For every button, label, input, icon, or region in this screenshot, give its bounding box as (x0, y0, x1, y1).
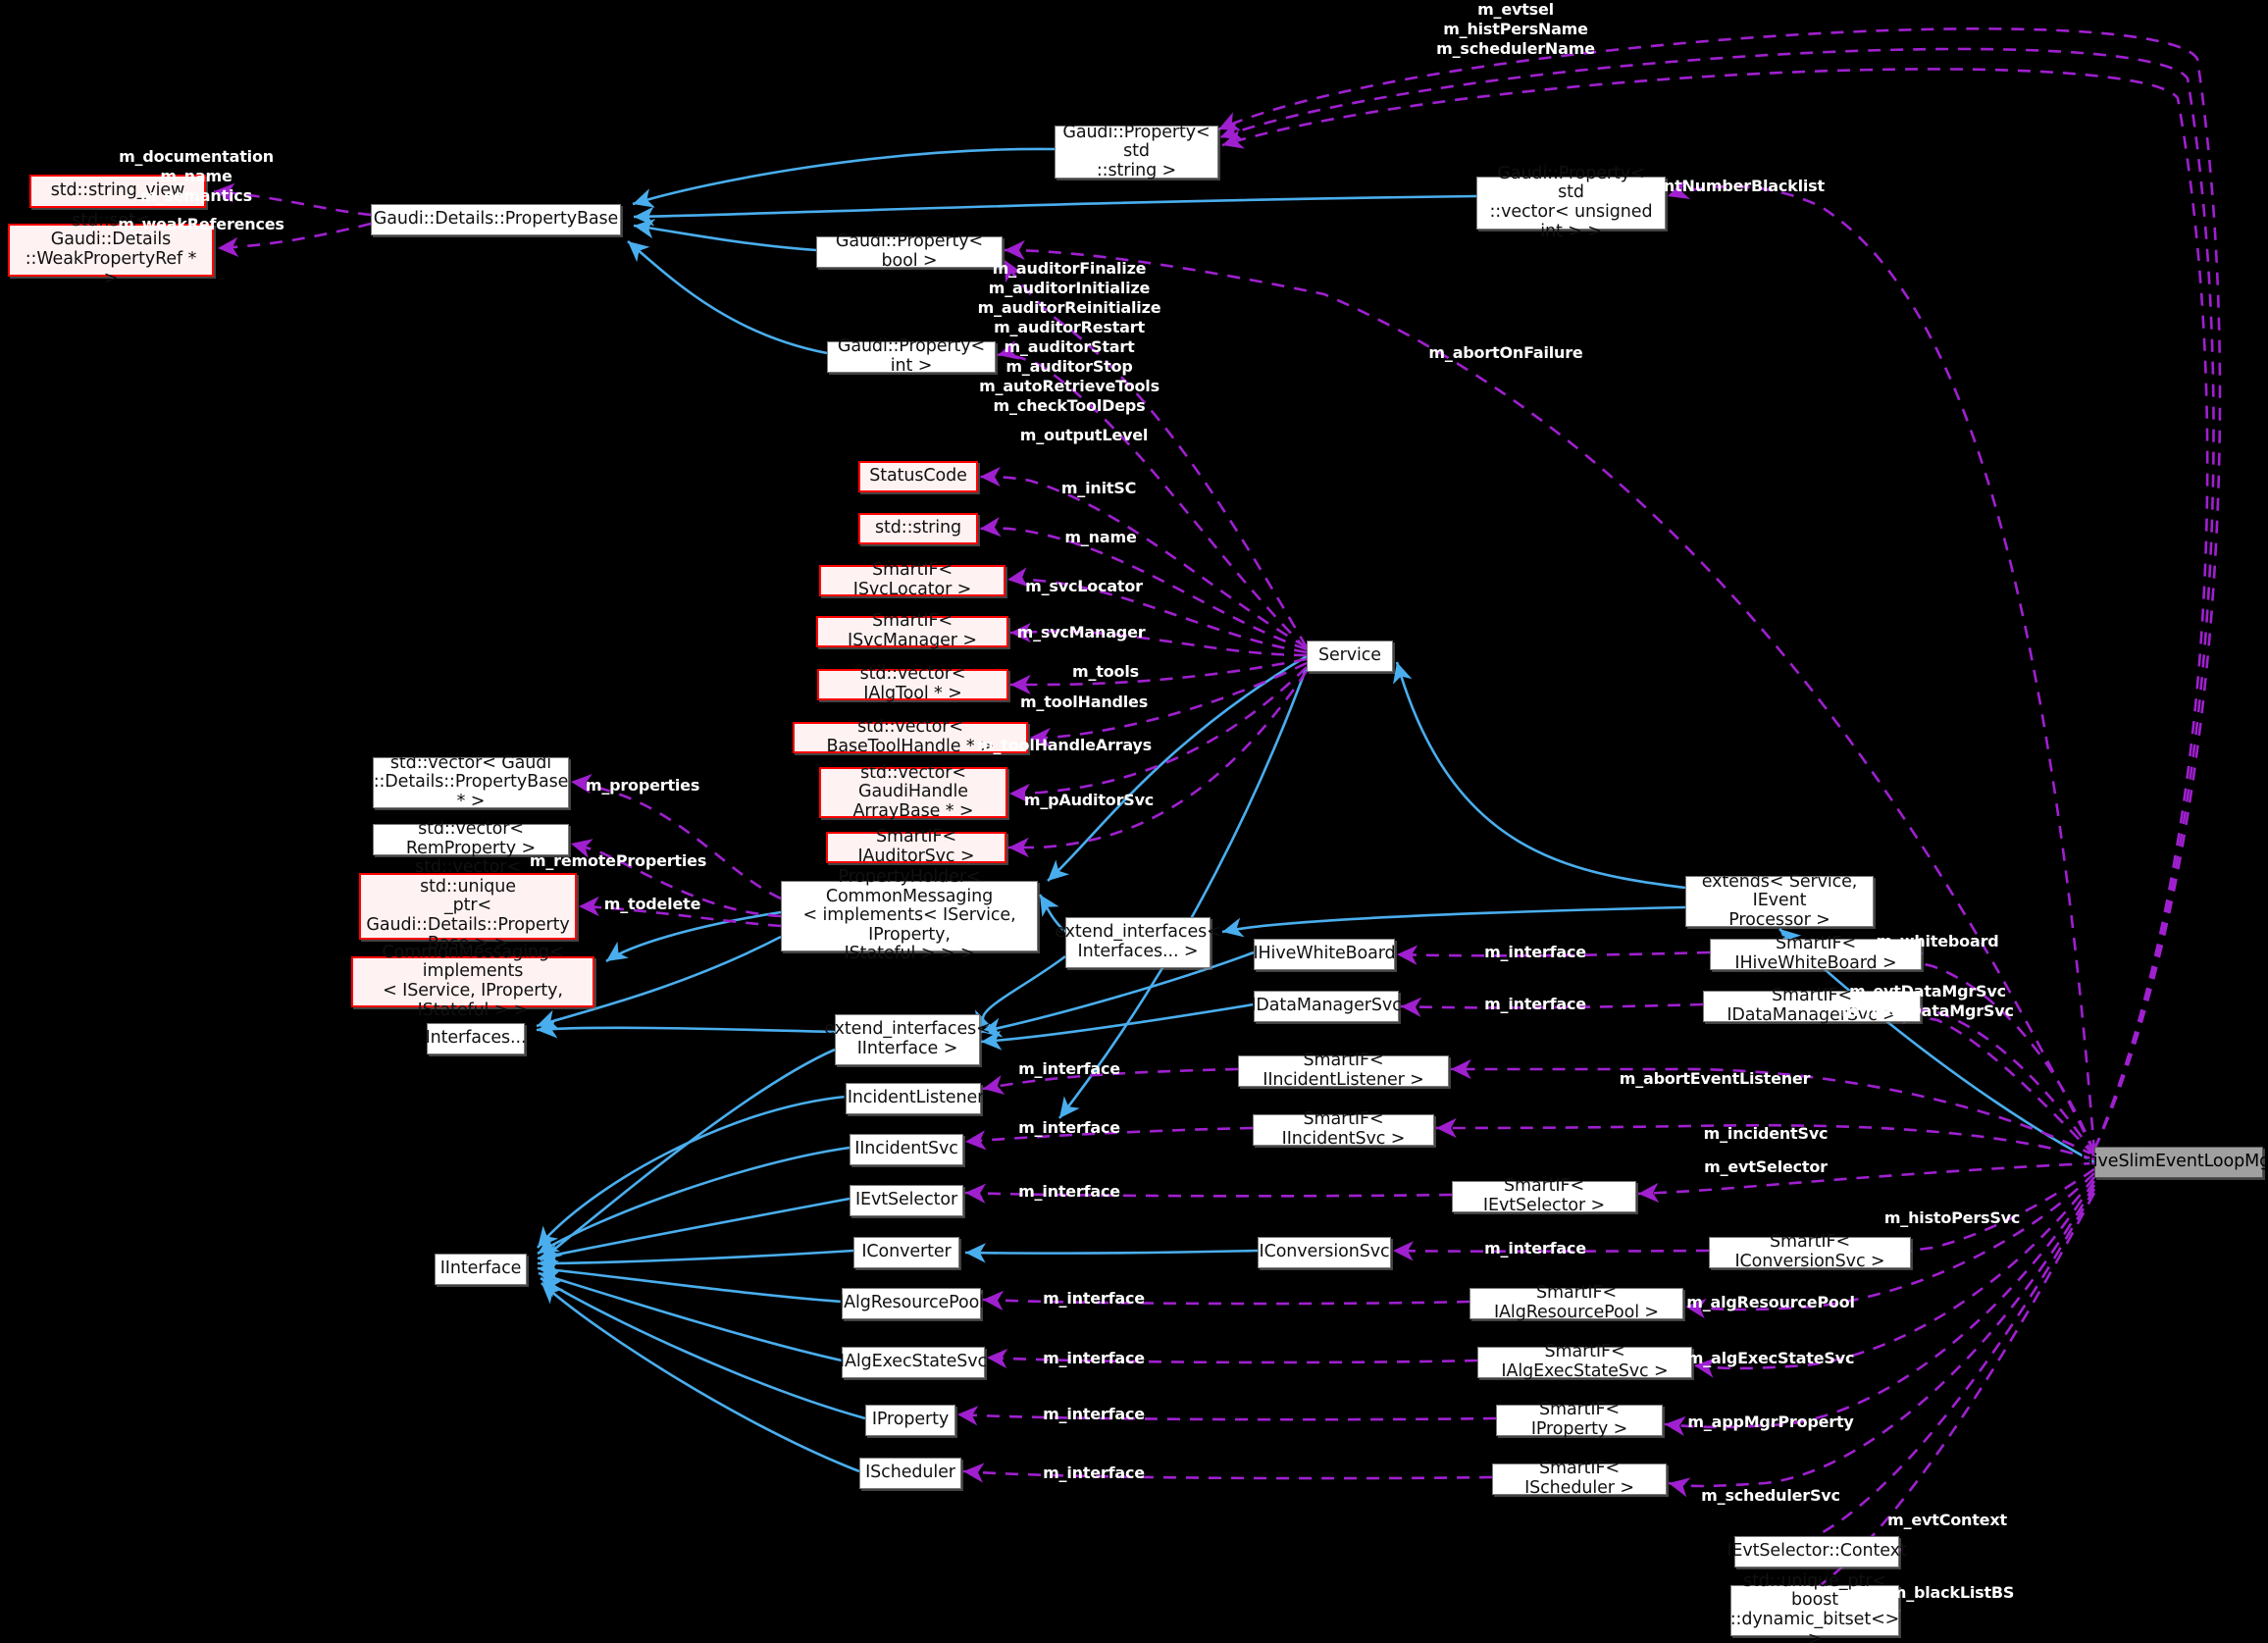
class-node-smartif_isvcmgr[interactable]: SmartIF< ISvcManager > (816, 612, 1008, 650)
class-node-smartif_ihwb[interactable]: SmartIF< IHiveWhiteBoard > (1710, 935, 1922, 973)
class-node-idatamanagersvc[interactable]: IDataManagerSvc (1251, 991, 1402, 1022)
edge-label-l_blacklistbs: m_blackListBS (1889, 1583, 2015, 1602)
class-node-service[interactable]: Service (1307, 641, 1393, 672)
class-node-ialgresourcepool[interactable]: IAlgResourcePool (839, 1288, 984, 1319)
class-node-vec_basetoolhandle[interactable]: std::vector< BaseToolHandle * > (793, 718, 1028, 756)
class-node-iconversionsvc[interactable]: IConversionSvc (1258, 1237, 1391, 1268)
edge-label-l_pauditorsvc: m_pAuditorSvc (1023, 791, 1155, 809)
edge-label-l_abortonfailure: m_abortOnFailure (1428, 343, 1583, 362)
class-node-smartif_isched[interactable]: SmartIF< IScheduler > (1492, 1460, 1667, 1498)
edge-label-l_iface_iprop: m_interface (1043, 1405, 1145, 1423)
class-node-iinterface[interactable]: IInterface (435, 1254, 527, 1285)
class-node-string_view[interactable]: std::string_view (29, 175, 206, 208)
edge-label-l_name: m_name (1064, 528, 1137, 546)
edge-label-l_evtsel_group: m_evtsel m_histPersName m_schedulerName (1436, 0, 1595, 58)
class-node-smartif_isvcloc[interactable]: SmartIF< ISvcLocator > (819, 561, 1005, 599)
class-node-ext_iface_iiface[interactable]: extend_interfaces< IInterface > (824, 1014, 991, 1065)
edge-label-l_todelete: m_todelete (603, 895, 701, 913)
class-node-ihivewhiteboard[interactable]: IHiveWhiteBoard (1253, 939, 1396, 970)
class-node-prop_string[interactable]: Gaudi::Property< std ::string > (1055, 123, 1218, 180)
edge-label-l_abortevtlistener: m_abortEventListener (1619, 1069, 1811, 1088)
class-node-propertybase[interactable]: Gaudi::Details::PropertyBase (371, 204, 621, 235)
edge-label-l_iface_iarp: m_interface (1043, 1289, 1145, 1308)
edge-label-l_iface_dms: m_interface (1484, 995, 1586, 1013)
edge-label-l_tools: m_tools (1072, 662, 1139, 681)
edge-label-l_algresourcepool: m_algResourcePool (1686, 1293, 1855, 1311)
class-node-smartif_iauditor[interactable]: SmartIF< IAuditorSvc > (826, 828, 1006, 866)
class-node-iproperty[interactable]: IProperty (865, 1405, 955, 1436)
class-node-smartif_iaess[interactable]: SmartIF< IAlgExecStateSvc > (1477, 1343, 1692, 1381)
class-node-uniqueptr_bitset[interactable]: std::unique_ptr< boost ::dynamic_bitset<… (1729, 1570, 1900, 1643)
class-node-ischeduler[interactable]: IScheduler (859, 1458, 961, 1489)
class-node-propertyholder[interactable]: PropertyHolder< CommonMessaging < implem… (781, 867, 1038, 963)
class-node-prop_vec_uint[interactable]: Gaudi::Property< std ::vector< unsigned … (1476, 164, 1666, 240)
class-node-ievtselctx[interactable]: IEvtSelector::Context (1727, 1536, 1907, 1567)
edge-label-l_outputlevel: m_outputLevel (1019, 426, 1149, 444)
class-node-iincidentlistener[interactable]: IIncidentListener (843, 1083, 984, 1114)
class-node-vec_remproperty[interactable]: std::vector< RemProperty > (373, 820, 569, 858)
class-node-set_weakref[interactable]: std::set< Gaudi::Details ::WeakPropertyR… (8, 211, 214, 287)
edge-label-l_iface_iaess: m_interface (1043, 1349, 1145, 1367)
class-node-smartif_idms[interactable]: SmartIF< IDataManagerSvc > (1703, 987, 1921, 1025)
edge-label-l_iface_iis: m_interface (1018, 1118, 1120, 1137)
class-node-vec_propertybase[interactable]: std::vector< Gaudi ::Details::PropertyBa… (373, 752, 569, 811)
class-node-hiveslim[interactable]: HiveSlimEventLoopMgr (2081, 1147, 2268, 1178)
edge-label-l_evtcontext: m_evtContext (1887, 1511, 2007, 1529)
edge-label-l_iface_isched: m_interface (1043, 1463, 1145, 1482)
edge-label-l_appmgrproperty: m_appMgrProperty (1687, 1412, 1854, 1431)
class-node-prop_int[interactable]: Gaudi::Property< int > (827, 337, 996, 376)
class-node-smartif_ies[interactable]: SmartIF< IEvtSelector > (1452, 1177, 1636, 1215)
class-node-extends_service[interactable]: extends< Service, IEvent Processor > (1685, 872, 1874, 930)
edge-label-l_incidentsvc: m_incidentSvc (1703, 1124, 1829, 1143)
class-node-commonmessaging[interactable]: CommonMessaging< implements < IService, … (351, 943, 594, 1019)
class-node-smartif_iprop[interactable]: SmartIF< IProperty > (1496, 1401, 1663, 1439)
edge-label-l_toolhandles: m_toolHandles (1019, 693, 1149, 711)
class-node-std_string[interactable]: std::string (858, 513, 978, 544)
edge-label-l_iface_hwb: m_interface (1484, 943, 1586, 961)
class-node-smartif_iis[interactable]: SmartIF< IIncidentSvc > (1253, 1110, 1434, 1149)
edge-label-l_auditor_group: m_auditorFinalize m_auditorInitialize m_… (977, 259, 1161, 415)
class-node-ievtselector[interactable]: IEvtSelector (850, 1185, 963, 1216)
edge-label-l_schedulersvc: m_schedulerSvc (1701, 1486, 1840, 1505)
edge-label-l_iface_ies: m_interface (1018, 1182, 1120, 1201)
class-node-vec_uniqueptr[interactable]: std::vector< std::unique _ptr< Gaudi::De… (359, 857, 577, 953)
class-node-ialgexecstatesvc[interactable]: IAlgExecStateSvc (840, 1347, 987, 1378)
edge-label-l_initsc: m_initSC (1060, 479, 1137, 497)
class-node-vec_gaudihandle[interactable]: std::vector< GaudiHandle ArrayBase * > (819, 763, 1007, 821)
edge-label-l_svclocator: m_svcLocator (1025, 577, 1143, 595)
edge-label-l_histoperssvc: m_histoPersSvc (1883, 1208, 2021, 1227)
class-node-smartif_iil[interactable]: SmartIF< IIncidentListener > (1238, 1052, 1449, 1090)
class-node-prop_bool[interactable]: Gaudi::Property< bool > (816, 232, 1003, 271)
edge-label-l_evtselector: m_evtSelector (1704, 1157, 1828, 1176)
edge-label-l_properties: m_properties (585, 776, 700, 795)
class-node-iincidentsvc[interactable]: IIncidentSvc (850, 1134, 963, 1165)
class-node-smartif_iarp[interactable]: SmartIF< IAlgResourcePool > (1469, 1284, 1683, 1322)
class-node-ext_iface_dots[interactable]: extend_interfaces< Interfaces... > (1055, 917, 1221, 968)
class-node-interfaces_dots[interactable]: Interfaces... (426, 1023, 527, 1054)
edge-label-l_iface_iil: m_interface (1018, 1059, 1120, 1078)
class-node-iconverter[interactable]: IConverter (853, 1237, 959, 1268)
inheritance-edges (536, 147, 2095, 1473)
edge-label-l_iface_ics: m_interface (1484, 1239, 1586, 1258)
class-node-statuscode[interactable]: StatusCode (858, 461, 978, 492)
class-node-vec_ialgtool[interactable]: std::vector< IAlgTool * > (817, 665, 1008, 703)
class-node-smartif_ics[interactable]: SmartIF< IConversionSvc > (1709, 1233, 1911, 1271)
edge-label-l_algexecstatesvc: m_algExecStateSvc (1686, 1349, 1855, 1367)
edge-label-l_svcmanager: m_svcManager (1016, 623, 1146, 642)
